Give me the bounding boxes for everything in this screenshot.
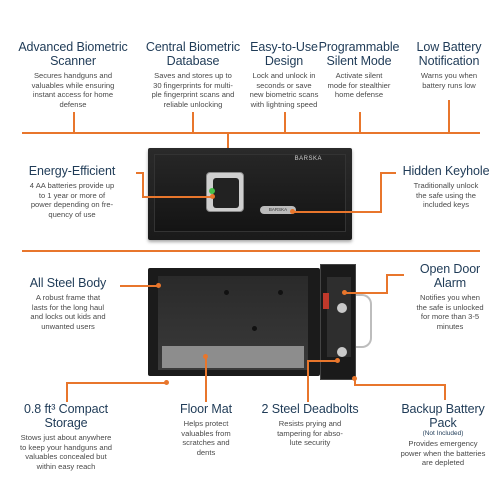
fingerprint-sensor [213, 178, 239, 208]
fingerprint-reader [206, 172, 244, 212]
connector-dot [352, 376, 357, 381]
feature-steel-deadbolts: 2 Steel Deadbolts Resists prying and tam… [258, 402, 362, 448]
connector-line [120, 285, 158, 287]
keyhole-cover: BARSKA [260, 206, 296, 214]
feature-compact-storage: 0.8 ft³ Compact Storage Stows just about… [4, 402, 128, 471]
connector-line [73, 112, 75, 132]
feature-title: 0.8 ft³ Compact Storage [24, 402, 108, 430]
feature-description: Stows just about anywhere to keep your h… [19, 433, 113, 471]
connector-line [307, 360, 309, 402]
feature-description: Secures handguns and valuables while ens… [31, 71, 115, 109]
connector-line [344, 292, 388, 294]
feature-description: Helps protect valuables from scratches a… [181, 419, 231, 457]
feature-backup-battery-pack: Backup Battery Pack (Not Included) Provi… [386, 402, 500, 468]
feature-description: 4 AA batteries provide up to 1 year or m… [29, 181, 115, 219]
connector-line [307, 360, 337, 362]
connector-line [292, 211, 382, 213]
feature-description: Warns you when battery runs low [420, 71, 478, 90]
feature-all-steel-body: All Steel Body A robust frame that lasts… [8, 276, 128, 331]
floor-mat [162, 346, 304, 368]
feature-floor-mat: Floor Mat Helps protect valuables from s… [160, 402, 252, 457]
mount-hole [278, 290, 283, 295]
connector-line [380, 172, 382, 212]
connector-line [354, 378, 356, 386]
connector-line [284, 112, 286, 132]
feature-description: Provides emergency power when the batter… [400, 439, 486, 468]
safe-brand-label: BARSKA [294, 156, 322, 162]
feature-description: Resists prying and tampering for abso- l… [277, 419, 343, 448]
feature-title: Hidden Keyhole [402, 164, 490, 178]
door-handle [356, 294, 372, 348]
connector-line [444, 384, 446, 400]
feature-description: Activate silent mode for stealthier home… [327, 71, 391, 100]
door-panel [327, 277, 351, 357]
safe-body [148, 268, 320, 376]
connector-line [192, 112, 194, 132]
connector-line [354, 384, 446, 386]
connector-dot [164, 380, 169, 385]
connector-line [136, 172, 142, 174]
battery-pack [323, 293, 329, 309]
feature-title: All Steel Body [29, 276, 107, 290]
connector-dot [342, 290, 347, 295]
connector-line [22, 132, 480, 134]
feature-description: Saves and stores up to 30 fingerprints f… [151, 71, 235, 109]
connector-dot [156, 283, 161, 288]
connector-dot [335, 358, 340, 363]
connector-dot [290, 209, 295, 214]
safe-closed-image: BARSKA BARSKA [148, 148, 352, 240]
feature-description: Lock and unlock in seconds or save new b… [249, 71, 319, 109]
connector-line [66, 382, 166, 384]
mount-hole [224, 290, 229, 295]
connector-line [380, 172, 396, 174]
deadbolt [337, 347, 347, 357]
feature-hidden-keyhole: Hidden Keyhole Traditionally unlock the … [396, 164, 496, 210]
feature-energy-efficient: Energy-Efficient 4 AA batteries provide … [8, 164, 136, 219]
feature-title: Floor Mat [180, 402, 232, 416]
deadbolt [337, 303, 347, 313]
connector-line [66, 382, 68, 402]
safe-door [154, 154, 346, 232]
safe-open-image [148, 264, 374, 380]
mount-hole [252, 326, 257, 331]
connector-line [205, 356, 207, 402]
connector-line [448, 100, 450, 132]
status-led [209, 188, 215, 194]
feature-title: Backup Battery Pack [401, 402, 485, 430]
feature-description: Notifies you when the safe is unlocked f… [416, 293, 484, 331]
feature-note: (Not Included) [422, 430, 464, 437]
feature-title: 2 Steel Deadbolts [261, 402, 359, 416]
connector-dot [210, 194, 215, 199]
connector-line [386, 274, 404, 276]
connector-line [142, 172, 144, 196]
feature-title: Energy-Efficient [28, 164, 116, 178]
connector-line [359, 112, 361, 132]
connector-line [386, 274, 388, 294]
connector-line [142, 196, 212, 198]
feature-description: A robust frame that lasts for the long h… [30, 293, 106, 331]
feature-description: Traditionally unlock the safe using the … [413, 181, 479, 210]
connector-dot [203, 354, 208, 359]
section-divider [22, 250, 480, 252]
